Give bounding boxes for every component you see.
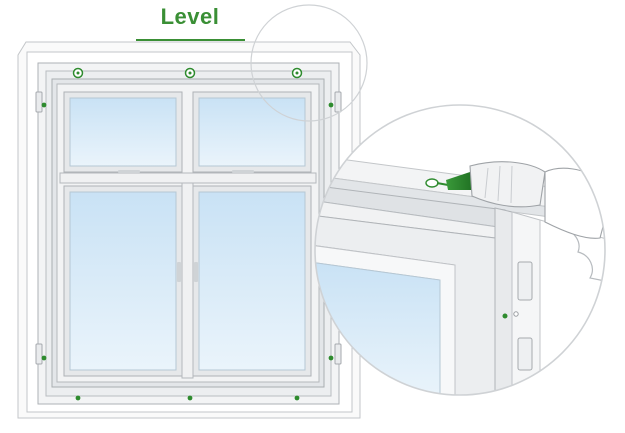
screw-icon (425, 178, 449, 188)
screw-icon (187, 395, 193, 401)
upper-left-pane (63, 91, 183, 173)
top-screws (72, 67, 303, 79)
screw-icon (41, 102, 47, 108)
detail-focus-circle (250, 4, 368, 122)
screw-icon (502, 313, 508, 319)
mullion (181, 182, 194, 379)
screw-icon (294, 395, 300, 401)
screw-icon (75, 395, 81, 401)
hinge-icon (334, 91, 342, 113)
lower-left-handle (177, 262, 181, 282)
fixing-points (41, 102, 334, 401)
screw-icon (41, 355, 47, 361)
screw-icon (72, 67, 84, 79)
upper-right-handle (232, 170, 254, 173)
lower-right-handle (194, 262, 198, 282)
screw-icon (328, 355, 334, 361)
diagram-title: Level (160, 4, 220, 29)
upper-right-pane (192, 91, 312, 173)
lower-left-pane (63, 185, 183, 377)
hinge-icon (35, 91, 43, 113)
screw-icon (184, 67, 196, 79)
title-underline (136, 39, 245, 41)
screw-icon (291, 67, 303, 79)
upper-left-handle (118, 170, 140, 173)
magnified-detail (314, 104, 606, 396)
hinge-icon (35, 343, 43, 365)
screw-icon (328, 102, 334, 108)
hinge-icon (334, 343, 342, 365)
transom-bar (59, 172, 317, 184)
lower-right-pane (192, 185, 312, 377)
